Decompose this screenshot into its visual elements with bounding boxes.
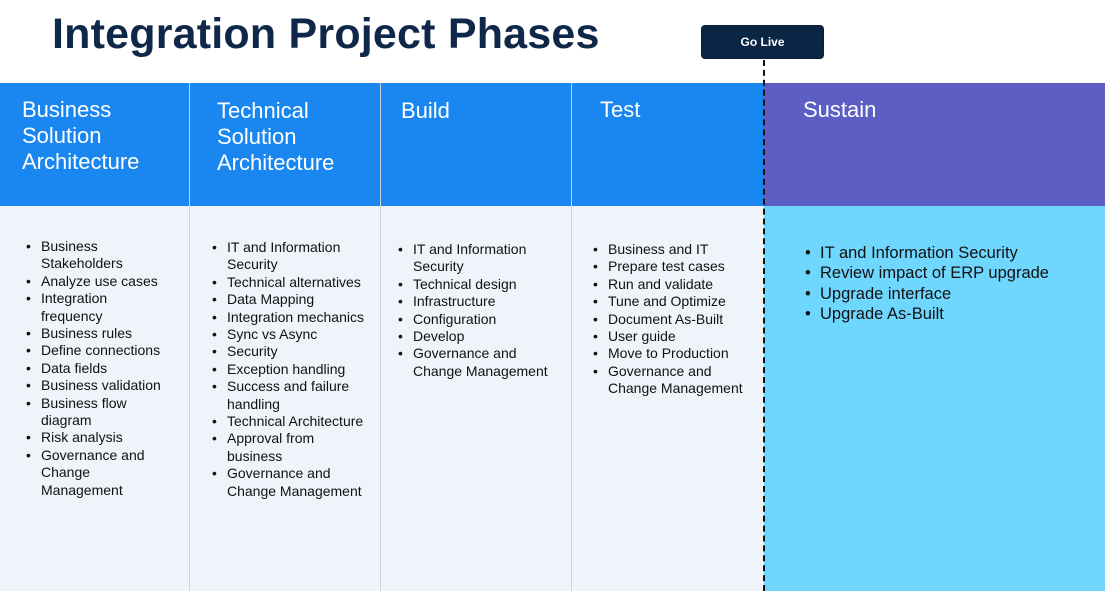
list-item: Move to Production — [593, 345, 754, 363]
list-item: Governance and Change Management — [398, 345, 563, 380]
list-item: Success and failure handling — [212, 378, 372, 413]
list-item: Review impact of ERP upgrade — [805, 263, 1095, 284]
phase-item-list: Business and IT Prepare test cases Run a… — [590, 241, 754, 398]
phase-body: IT and Information Security Review impac… — [764, 206, 1105, 591]
phase-header: Business Solution Architecture — [0, 83, 189, 206]
list-item: Upgrade interface — [805, 284, 1095, 305]
phase-item-list: IT and Information Security Technical al… — [209, 239, 372, 500]
list-item: Business rules — [26, 325, 171, 343]
list-item: Integration mechanics — [212, 309, 372, 327]
phase-body: IT and Information Security Technical de… — [381, 206, 571, 591]
list-item: Business Stakeholders — [26, 238, 171, 273]
list-item: Technical Architecture — [212, 413, 372, 431]
list-item: Infrastructure — [398, 293, 563, 311]
list-item: Approval from business — [212, 430, 372, 465]
page-title: Integration Project Phases — [52, 10, 600, 58]
list-item: Tune and Optimize — [593, 293, 754, 311]
list-item: Sync vs Async — [212, 326, 372, 344]
list-item: Data fields — [26, 360, 171, 378]
phases-diagram: Business Solution Architecture Business … — [0, 83, 1105, 591]
list-item: Exception handling — [212, 361, 372, 379]
list-item: Business and IT — [593, 241, 754, 259]
list-item: Governance and Change Management — [593, 363, 754, 398]
list-item: Run and validate — [593, 276, 754, 294]
list-item: IT and Information Security — [398, 241, 563, 276]
phase-technical-solution-architecture: Technical Solution Architecture IT and I… — [190, 83, 381, 591]
list-item: Develop — [398, 328, 563, 346]
list-item: Integration frequency — [26, 290, 171, 325]
list-item: Document As-Built — [593, 311, 754, 329]
go-live-dashed-line — [763, 60, 765, 591]
list-item: IT and Information Security — [805, 243, 1095, 264]
list-item: Business validation — [26, 377, 171, 395]
list-item: Technical alternatives — [212, 274, 372, 292]
list-item: Analyze use cases — [26, 273, 171, 291]
phase-item-list: Business Stakeholders Analyze use cases … — [23, 238, 171, 499]
list-item: Business flow diagram — [26, 395, 171, 430]
phase-body: IT and Information Security Technical al… — [190, 206, 380, 591]
phase-business-solution-architecture: Business Solution Architecture Business … — [0, 83, 190, 591]
list-item: Security — [212, 343, 372, 361]
list-item: User guide — [593, 328, 754, 346]
phase-body: Business Stakeholders Analyze use cases … — [0, 206, 189, 591]
list-item: IT and Information Security — [212, 239, 372, 274]
list-item: Data Mapping — [212, 291, 372, 309]
list-item: Governance and Change Management — [26, 447, 171, 499]
phase-header: Technical Solution Architecture — [190, 83, 380, 206]
phase-item-list: IT and Information Security Technical de… — [395, 241, 563, 380]
list-item: Prepare test cases — [593, 258, 754, 276]
list-item: Risk analysis — [26, 429, 171, 447]
list-item: Technical design — [398, 276, 563, 294]
phase-header: Sustain — [764, 83, 1105, 206]
phase-build: Build IT and Information Security Techni… — [381, 83, 572, 591]
phase-item-list: IT and Information Security Review impac… — [802, 243, 1095, 325]
phase-header: Build — [381, 83, 571, 206]
phase-body: Business and IT Prepare test cases Run a… — [572, 206, 764, 591]
phase-header: Test — [572, 83, 764, 206]
go-live-button[interactable]: Go Live — [701, 25, 824, 59]
phase-sustain: Sustain IT and Information Security Revi… — [764, 83, 1105, 591]
list-item: Upgrade As-Built — [805, 304, 1095, 325]
phase-test: Test Business and IT Prepare test cases … — [572, 83, 764, 591]
list-item: Configuration — [398, 311, 563, 329]
list-item: Define connections — [26, 342, 171, 360]
list-item: Governance and Change Management — [212, 465, 372, 500]
